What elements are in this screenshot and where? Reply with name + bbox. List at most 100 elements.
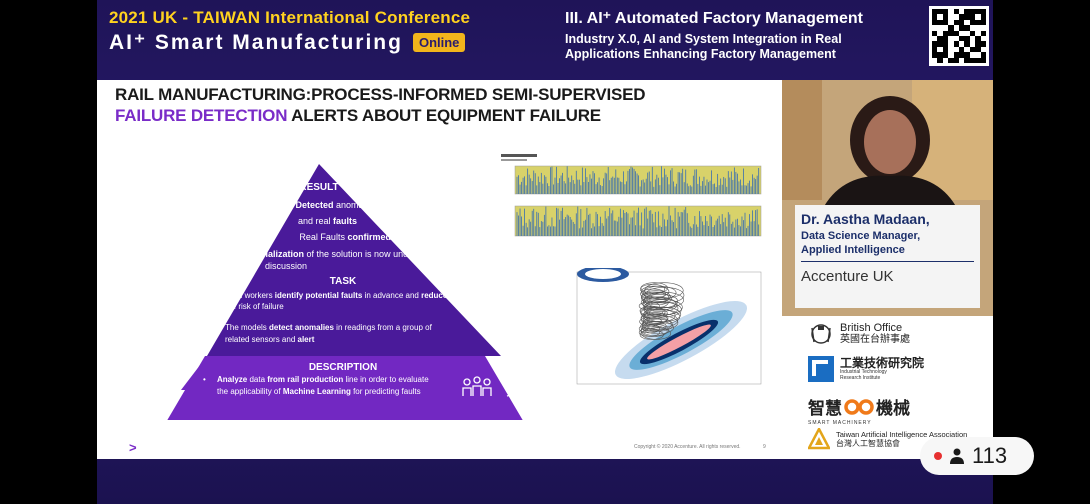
taia-logo-icon [808,428,830,450]
slide-page-number: 9 [763,444,766,450]
scribble-loop [642,296,676,311]
qr-module [975,52,981,58]
qr-module [975,9,981,15]
conference-title: 2021 UK - TAIWAN International Conferenc… [109,8,471,27]
qr-module [964,41,970,47]
qr-module [980,57,986,63]
qr-module [959,25,965,31]
qr-module [948,36,954,42]
qr-module [937,36,943,42]
speaker-nameplate: Dr. Aastha Madaan, Data Science Manager,… [795,205,980,308]
slide-copyright: Copyright © 2020 Accenture. All rights r… [634,444,741,450]
qr-module [942,25,949,31]
task-bullet1-line2: the risk of failure [225,302,284,311]
british-office-name: British Office [840,322,903,334]
slide-title-accent: FAILURE DETECTION [115,106,288,125]
qr-module [959,46,965,53]
qr-module [942,46,949,53]
qr-module [942,30,949,36]
task-bullet2-line1: The models detect anomalies in readings … [225,323,433,332]
qr-module [959,9,965,15]
slide-title-rest: ALERTS ABOUT EQUIPMENT FAILURE [287,106,601,125]
qr-module [969,57,976,63]
scribble-loop [643,309,681,325]
sponsor-smart-machinery: 智慧 機械 SMART MACHINERY [808,394,910,426]
viewer-count: 113 [972,443,1008,468]
description-heading: DESCRIPTION [309,362,377,373]
slide-title: RAIL MANUFACTURING:PROCESS-INFORMED SEMI… [115,84,646,126]
qr-module [969,41,976,47]
result-heading: RESULT [299,182,338,193]
result-line1: Detected anomalies [295,200,377,210]
speaker-video[interactable]: Dr. Aastha Madaan, Data Science Manager,… [782,80,993,316]
qr-module [969,25,976,31]
qr-module [964,25,970,31]
qr-module [980,41,986,47]
crest-icon [811,324,831,344]
qr-module [964,30,970,36]
qr-module [932,46,938,53]
qr-module [937,57,943,63]
sensor-timeseries-chart [497,152,769,242]
qr-module [937,19,943,26]
live-indicator-icon [934,452,942,460]
result-line5: discussion [265,261,307,271]
taia-name-zh: 台灣人工智慧協會 [836,438,900,448]
session-desc-line1: Industry X.0, AI and System Integration … [565,32,842,46]
density-scatter-chart [569,268,767,388]
qr-module [953,52,959,58]
qr-module [942,57,949,63]
qr-module [953,30,959,36]
qr-module [948,41,954,47]
qr-module [964,19,970,26]
qr-module [964,57,970,63]
qr-module [937,46,943,53]
qr-module [937,52,943,58]
itri-name-en-2: Research Institute [840,375,881,381]
qr-module [964,46,970,53]
scribble-loop [639,329,664,340]
qr-module [959,57,965,63]
sponsor-british-office: British Office 英國在台辦事處 [808,322,910,346]
sponsor-itri: 工業技術研究院 Industrial Technology Research I… [808,356,924,382]
qr-module [948,46,954,53]
qr-module [980,30,986,36]
qr-module [980,52,986,58]
viewer-count-pill[interactable]: 113 [920,437,1034,475]
british-office-name-zh: 英國在台辦事處 [840,334,910,345]
qr-module [942,14,949,20]
taia-name-en: Taiwan Artificial Intelligence Associati… [836,429,968,439]
trajectory-scribble [638,282,685,340]
qr-module [969,46,976,53]
session-desc-line2: Applications Enhancing Factory Managemen… [565,47,836,61]
qr-code-icon[interactable] [929,6,989,66]
qr-module [932,36,938,42]
qr-module [959,52,965,58]
qr-module [948,52,954,58]
chart1-title-bar [501,154,537,157]
task-bullet1-line1: Field workers identify potential faults … [225,291,448,300]
qr-module [964,14,970,20]
conference-frame: 2021 UK - TAIWAN International Conferenc… [97,0,993,504]
task-layer [167,356,523,420]
people-group-icon [462,376,492,396]
task-bullet2-line2: related sensors and alert [225,335,315,344]
task-bullet2: • [207,323,210,332]
qr-module [937,25,943,31]
qr-module [942,9,949,15]
slide-title-line2: FAILURE DETECTION ALERTS ABOUT EQUIPMENT… [115,105,645,126]
qr-module [969,14,976,20]
qr-module [953,14,959,20]
qr-module [948,14,954,20]
density-blob-top-core [585,269,621,279]
qr-module [969,19,976,26]
handshake-icon [485,296,529,321]
qr-module [942,19,949,26]
qr-module [932,19,938,26]
session-banner: III. AI⁺ Automated Factory Management In… [565,8,905,62]
slide-title-line1: RAIL MANUFACTURING:PROCESS-INFORMED SEMI… [115,85,646,104]
qr-module [932,14,938,20]
qr-module [937,14,943,20]
task-bullet1: • [207,291,210,300]
qr-module [980,25,986,31]
